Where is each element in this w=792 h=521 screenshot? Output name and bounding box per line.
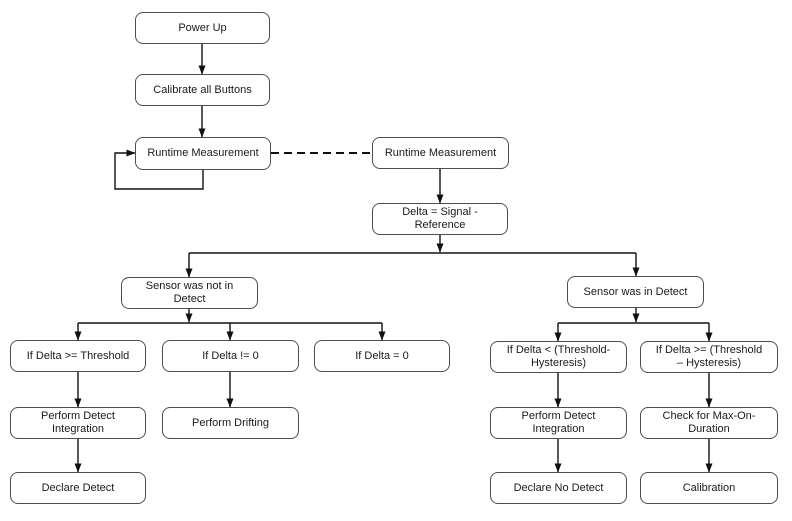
node-sensor-was-not-in-detect: Sensor was not in Detect xyxy=(121,277,258,309)
node-label: Perform Detect Integration xyxy=(521,410,596,435)
node-declare-detect: Declare Detect xyxy=(10,472,146,504)
node-label: If Delta != 0 xyxy=(202,349,259,362)
node-label: Power Up xyxy=(178,21,227,34)
node-label: Calibrate all Buttons xyxy=(153,83,252,96)
node-check-for-max-on-duration: Check for Max-On- Duration xyxy=(640,407,778,439)
node-declare-no-detect: Declare No Detect xyxy=(490,472,627,504)
node-label: Declare No Detect xyxy=(513,481,604,494)
node-label: Perform Detect Integration xyxy=(41,410,115,435)
node-label: Sensor was not in Detect xyxy=(145,280,234,305)
node-if-delta-lt-threshold-hysteresis: If Delta < (Threshold- Hysteresis) xyxy=(490,341,627,373)
node-label: Sensor was in Detect xyxy=(583,285,688,298)
node-label: Check for Max-On- Duration xyxy=(662,410,756,435)
node-label: If Delta >= Threshold xyxy=(26,349,130,362)
node-perform-detect-integration-right: Perform Detect Integration xyxy=(490,407,627,439)
node-if-delta-eq-0: If Delta = 0 xyxy=(314,340,450,372)
node-runtime-measurement-right: Runtime Measurement xyxy=(372,137,509,169)
node-label: Declare Detect xyxy=(41,481,115,494)
node-label: Delta = Signal - Reference xyxy=(402,206,478,231)
node-label: Runtime Measurement xyxy=(384,146,497,159)
node-label: If Delta = 0 xyxy=(355,349,409,362)
node-calibrate-all-buttons: Calibrate all Buttons xyxy=(135,74,270,106)
node-power-up: Power Up xyxy=(135,12,270,44)
node-label: If Delta >= (Threshold – Hysteresis) xyxy=(655,344,763,369)
node-if-delta-ne-0: If Delta != 0 xyxy=(162,340,299,372)
node-label: If Delta < (Threshold- Hysteresis) xyxy=(506,344,611,369)
node-if-delta-ge-threshold: If Delta >= Threshold xyxy=(10,340,146,372)
node-sensor-was-in-detect: Sensor was in Detect xyxy=(567,276,704,308)
node-if-delta-ge-threshold-hysteresis: If Delta >= (Threshold – Hysteresis) xyxy=(640,341,778,373)
node-runtime-measurement-left: Runtime Measurement xyxy=(135,137,271,170)
edge-runtime-self-loop xyxy=(114,149,204,190)
node-label: Perform Drifting xyxy=(191,416,270,429)
node-perform-drifting: Perform Drifting xyxy=(162,407,299,439)
node-label: Calibration xyxy=(682,481,736,494)
node-calibration: Calibration xyxy=(640,472,778,504)
node-delta-signal-reference: Delta = Signal - Reference xyxy=(372,203,508,235)
node-perform-detect-integration-left: Perform Detect Integration xyxy=(10,407,146,439)
node-label: Runtime Measurement xyxy=(147,147,259,159)
